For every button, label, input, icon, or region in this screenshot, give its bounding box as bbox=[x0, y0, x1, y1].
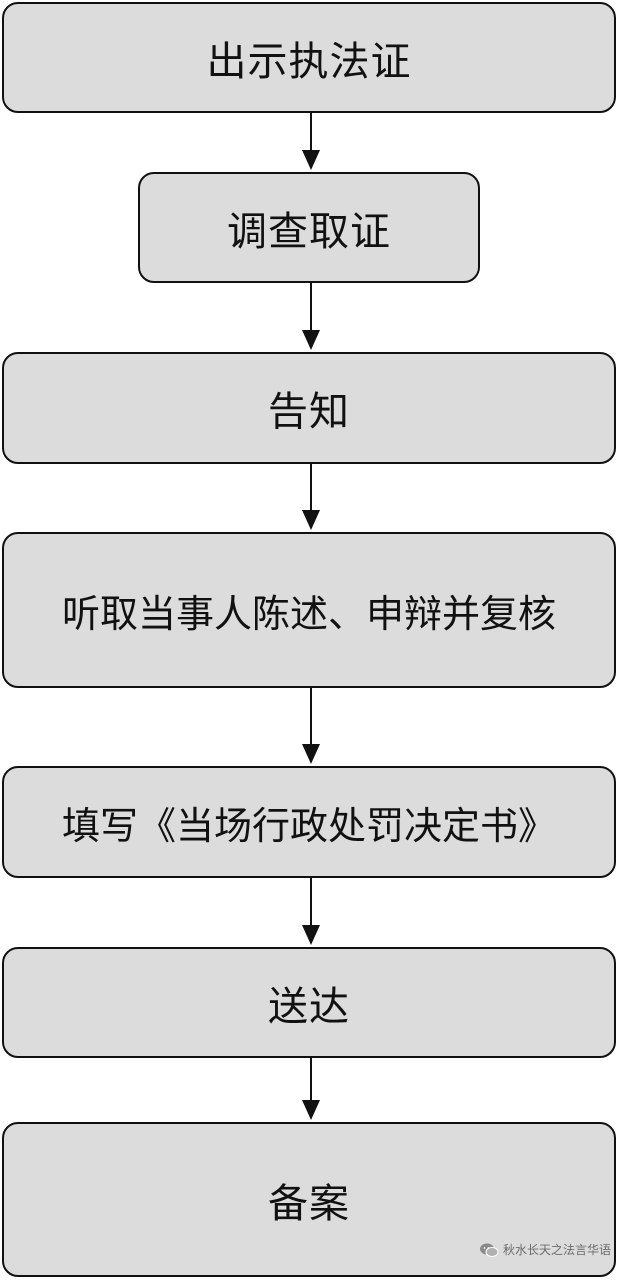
step-label: 调查取证 bbox=[227, 208, 391, 255]
step-show-credential: 出示执法证 bbox=[2, 2, 616, 113]
step-hear-statement: 听取当事人陈述、申辩并复核 bbox=[2, 532, 616, 688]
arrowhead-4 bbox=[302, 744, 320, 764]
step-label: 备案 bbox=[268, 1180, 350, 1227]
step-label: 告知 bbox=[268, 389, 350, 435]
step-label: 听取当事人陈述、申辩并复核 bbox=[61, 591, 556, 636]
arrowhead-1 bbox=[302, 150, 320, 170]
arrowhead-6 bbox=[302, 1100, 320, 1120]
arrowhead-2 bbox=[302, 330, 320, 350]
step-label: 出示执法证 bbox=[206, 38, 412, 85]
watermark-text: 秋水长天之法言华语 bbox=[502, 1243, 611, 1257]
step-fill-decision: 填写《当场行政处罚决定书》 bbox=[2, 766, 616, 878]
step-archive: 备案 bbox=[2, 1122, 616, 1277]
step-label: 填写《当场行政处罚决定书》 bbox=[61, 803, 556, 848]
chat-bubbles-icon bbox=[479, 1243, 499, 1257]
watermark: 秋水长天之法言华语 bbox=[479, 1241, 611, 1258]
arrowhead-3 bbox=[302, 510, 320, 530]
step-label: 送达 bbox=[268, 983, 350, 1030]
step-investigate: 调查取证 bbox=[138, 172, 480, 283]
step-deliver: 送达 bbox=[2, 947, 616, 1058]
step-notify: 告知 bbox=[2, 352, 616, 464]
arrowhead-5 bbox=[302, 925, 320, 945]
